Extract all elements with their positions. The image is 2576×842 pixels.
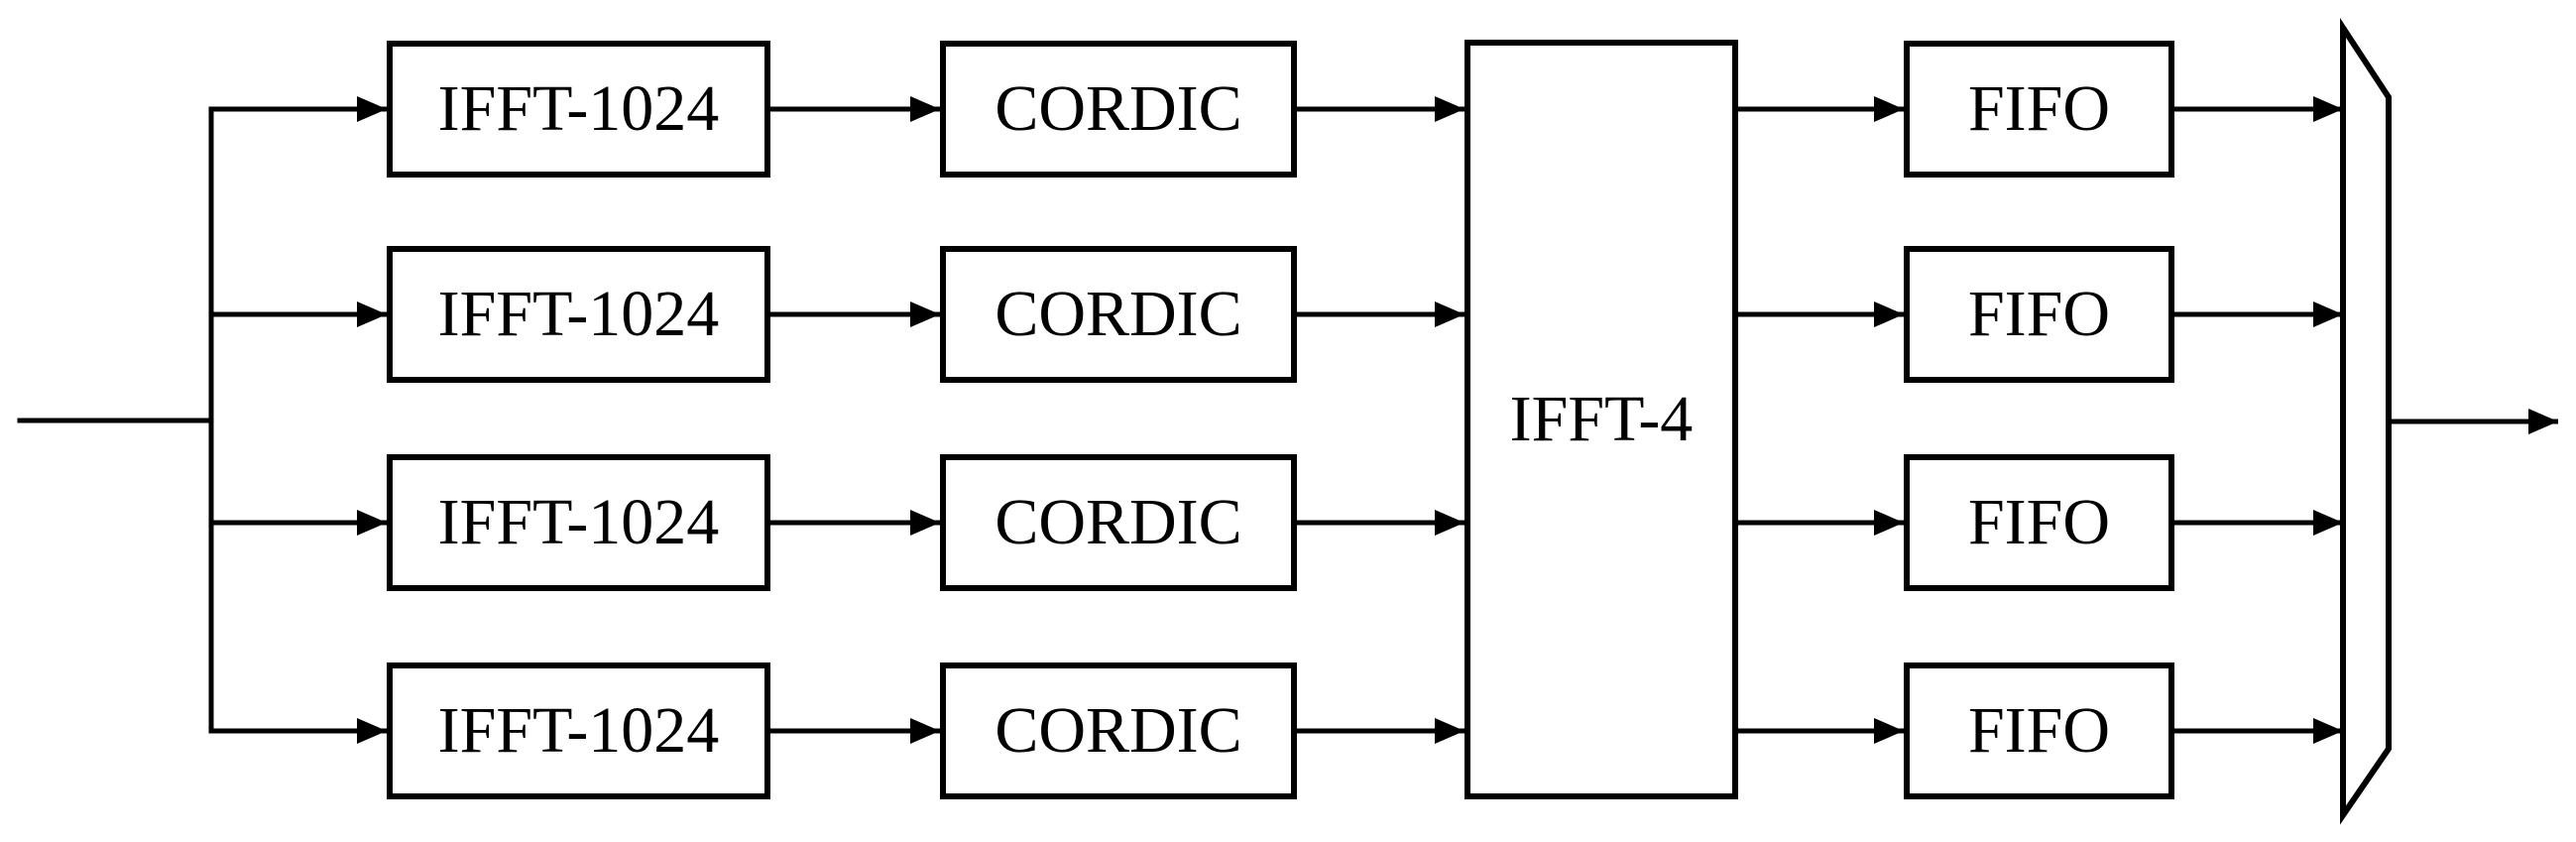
ifft1024-box-row4: IFFT-1024 (387, 662, 770, 799)
cordic-box-row4: CORDIC (940, 662, 1297, 799)
cordic-box-row1: CORDIC (940, 41, 1297, 178)
ifft1024-box-row1: IFFT-1024 (387, 41, 770, 178)
fifo-box-row2: FIFO (1904, 246, 2174, 383)
fifo-box-row4: FIFO (1904, 662, 2174, 799)
ifft4-box: IFFT-4 (1464, 40, 1738, 799)
cordic-box-row3: CORDIC (940, 454, 1297, 591)
fifo-box-row3: FIFO (1904, 454, 2174, 591)
ifft1024-box-row2: IFFT-1024 (387, 246, 770, 383)
cordic-box-row2: CORDIC (940, 246, 1297, 383)
ifft1024-box-row3: IFFT-1024 (387, 454, 770, 591)
fifo-box-row1: FIFO (1904, 41, 2174, 178)
multiplexer-shape (2340, 17, 2392, 825)
